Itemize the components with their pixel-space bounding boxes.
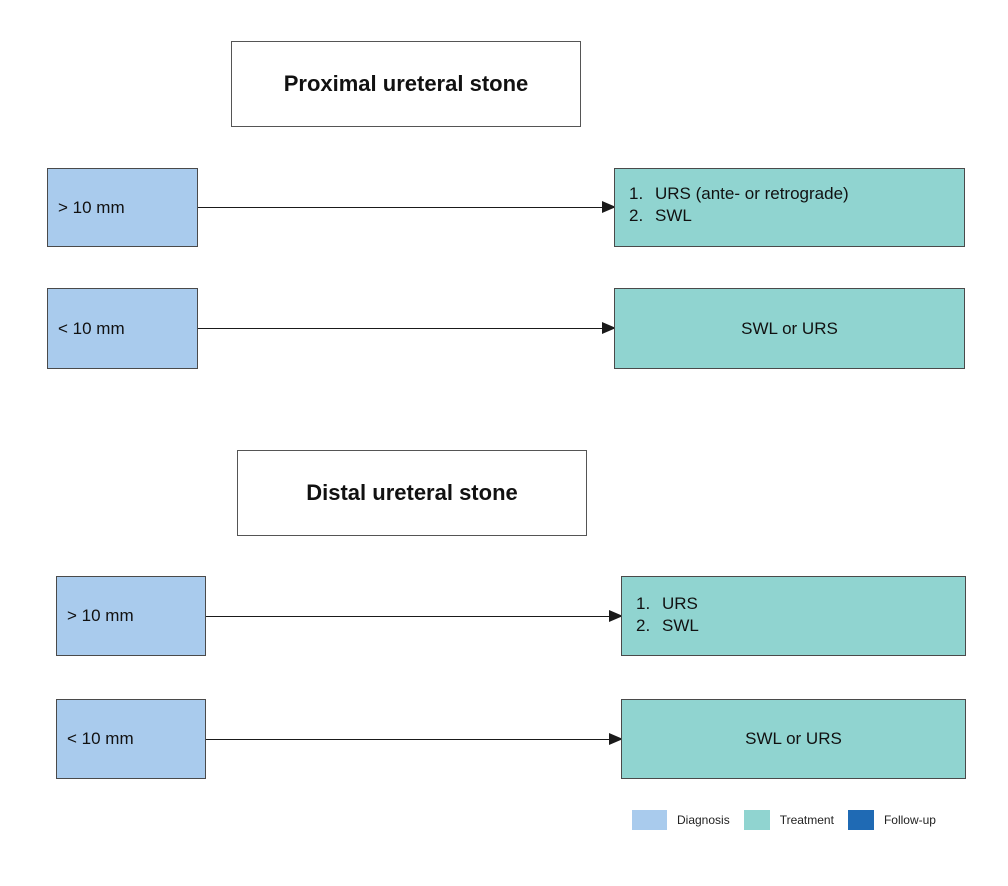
- treatment-option: 2.SWL: [629, 206, 692, 225]
- arrowhead-icon: [609, 733, 623, 745]
- treatment-option: 1.URS: [636, 594, 698, 613]
- proximal-large-treatment: 1.URS (ante- or retrograde) 2.SWL: [614, 168, 965, 247]
- proximal-large-arrow: [198, 201, 616, 213]
- arrowhead-icon: [609, 610, 623, 622]
- arrowhead-icon: [602, 322, 616, 334]
- proximal-large-condition: > 10 mm: [47, 168, 198, 247]
- legend-label: Treatment: [779, 813, 834, 827]
- distal-title: Distal ureteral stone: [237, 450, 587, 536]
- distal-large-condition: > 10 mm: [56, 576, 206, 656]
- legend-item-diagnosis: Diagnosis: [632, 810, 730, 830]
- distal-small-treatment: SWL or URS: [621, 699, 966, 779]
- legend-item-follow-up: Follow-up: [847, 810, 936, 830]
- proximal-small-treatment: SWL or URS: [614, 288, 965, 369]
- proximal-small-condition: < 10 mm: [47, 288, 198, 369]
- treatment-swatch: [743, 810, 770, 830]
- follow-up-swatch: [847, 810, 874, 830]
- diagnosis-swatch: [632, 810, 667, 830]
- proximal-title: Proximal ureteral stone: [231, 41, 581, 127]
- treatment-option: 1.URS (ante- or retrograde): [629, 184, 849, 203]
- distal-large-arrow: [206, 610, 623, 622]
- distal-small-condition: < 10 mm: [56, 699, 206, 779]
- legend: Diagnosis Treatment Follow-up: [632, 810, 950, 830]
- distal-large-treatment: 1.URS 2.SWL: [621, 576, 966, 656]
- distal-small-arrow: [206, 733, 623, 745]
- proximal-small-arrow: [198, 322, 616, 334]
- legend-label: Follow-up: [883, 813, 936, 827]
- legend-item-treatment: Treatment: [743, 810, 834, 830]
- arrowhead-icon: [602, 201, 616, 213]
- treatment-option: 2.SWL: [636, 616, 699, 635]
- legend-label: Diagnosis: [677, 813, 730, 827]
